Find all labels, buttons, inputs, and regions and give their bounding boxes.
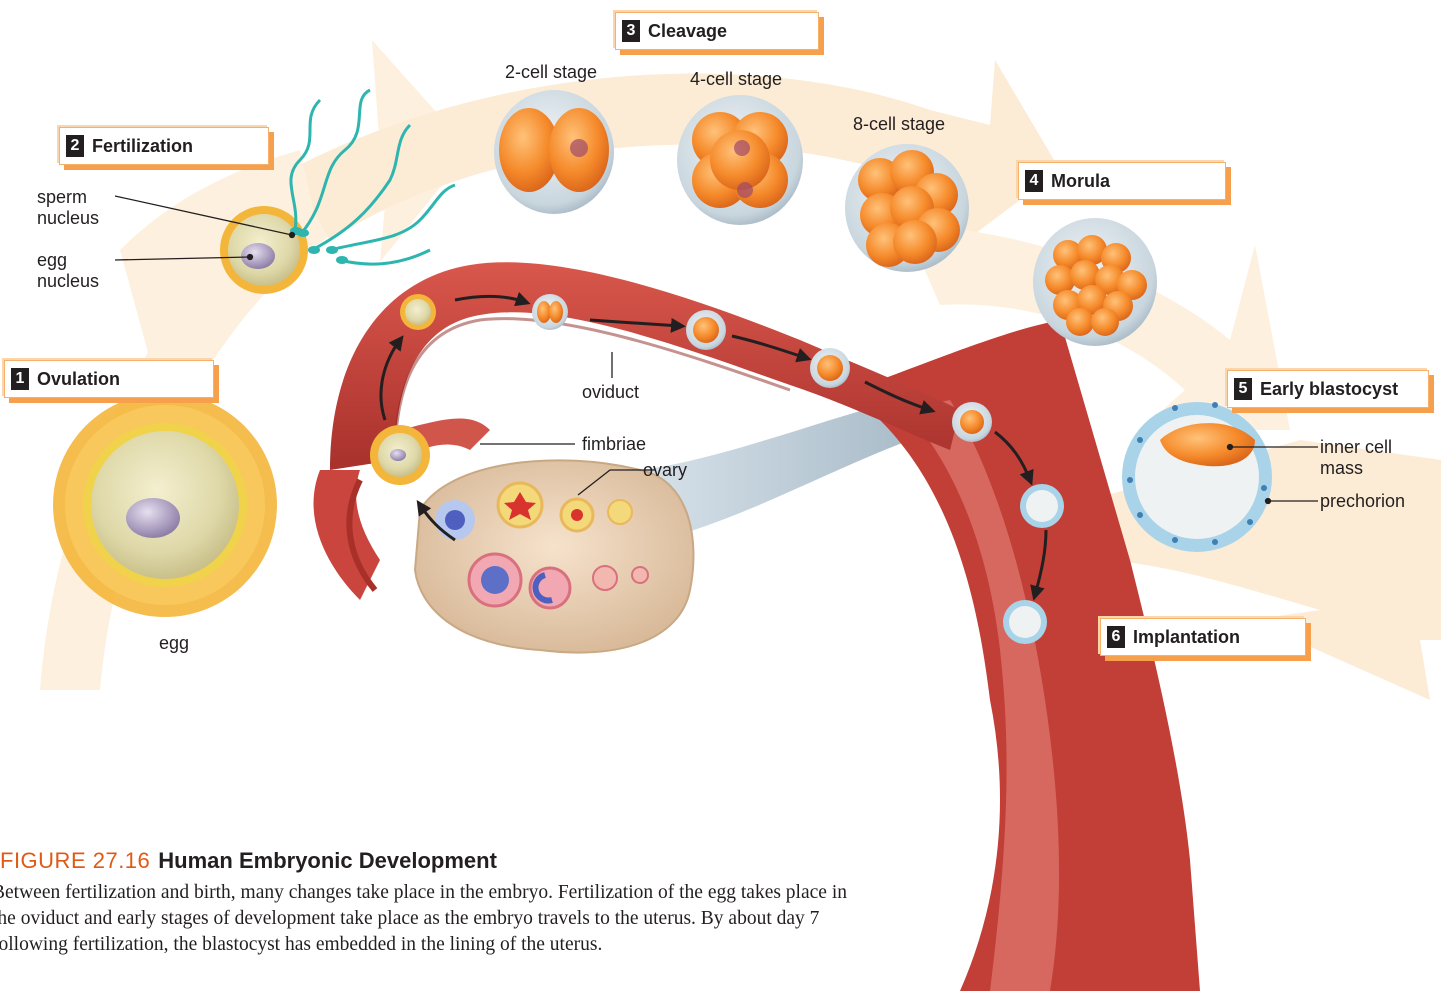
figure-number: FIGURE 27.16: [0, 848, 150, 873]
step-fertilization-box: 2 Fertilization: [59, 127, 269, 165]
figure-caption-text: Between fertilization and birth, many ch…: [0, 880, 872, 958]
oviduct-label: oviduct: [582, 382, 639, 403]
four-cell-stage-label: 4-cell stage: [690, 69, 782, 90]
step-label: Ovulation: [37, 369, 120, 390]
step-number: 2: [66, 135, 84, 157]
four-cell-stage-illustration: [677, 95, 803, 225]
step-label: Fertilization: [92, 136, 193, 157]
sperm-nucleus-label: sperm nucleus: [37, 187, 99, 229]
step-number: 4: [1025, 170, 1043, 192]
inner-cell-mass-label-line1: inner cell: [1320, 437, 1392, 458]
early-blastocyst-illustration: [1122, 402, 1272, 552]
ovary-label: ovary: [643, 460, 687, 481]
step-number: 3: [622, 20, 640, 42]
step-number: 1: [11, 368, 29, 390]
step-label: Implantation: [1133, 627, 1240, 648]
egg-nucleus-label: egg nucleus: [37, 250, 99, 292]
ovary-illustration: [415, 460, 693, 652]
morula-illustration: [1033, 218, 1157, 346]
egg-nucleus-label-line1: egg: [37, 250, 99, 271]
prechorion-label: prechorion: [1320, 491, 1405, 512]
step-morula-box: 4 Morula: [1018, 162, 1226, 200]
two-cell-stage-illustration: [494, 90, 614, 214]
sperm-nucleus-label-line1: sperm: [37, 187, 99, 208]
two-cell-stage-label: 2-cell stage: [505, 62, 597, 83]
inner-cell-mass-label: inner cell mass: [1320, 437, 1392, 479]
egg-nucleus-label-line2: nucleus: [37, 271, 99, 292]
egg-label: egg: [159, 633, 189, 654]
step-early-blastocyst-box: 5 Early blastocyst: [1227, 370, 1429, 408]
step-ovulation-box: 1 Ovulation: [4, 360, 214, 398]
step-implantation-box: 6 Implantation: [1100, 618, 1306, 656]
fimbriae-label: fimbriae: [582, 434, 646, 455]
figure-heading: FIGURE 27.16 Human Embryonic Development: [0, 848, 900, 874]
sperm-nucleus-label-line2: nucleus: [37, 208, 99, 229]
step-label: Morula: [1051, 171, 1110, 192]
step-number: 6: [1107, 626, 1125, 648]
step-label: Cleavage: [648, 21, 727, 42]
step-cleavage-box: 3 Cleavage: [615, 12, 819, 50]
eight-cell-stage-label: 8-cell stage: [853, 114, 945, 135]
eight-cell-stage-illustration: [845, 144, 969, 272]
figure-title: Human Embryonic Development: [158, 848, 497, 873]
inner-cell-mass-label-line2: mass: [1320, 458, 1392, 479]
egg-illustration: [53, 393, 277, 617]
step-label: Early blastocyst: [1260, 379, 1398, 400]
step-number: 5: [1234, 378, 1252, 400]
